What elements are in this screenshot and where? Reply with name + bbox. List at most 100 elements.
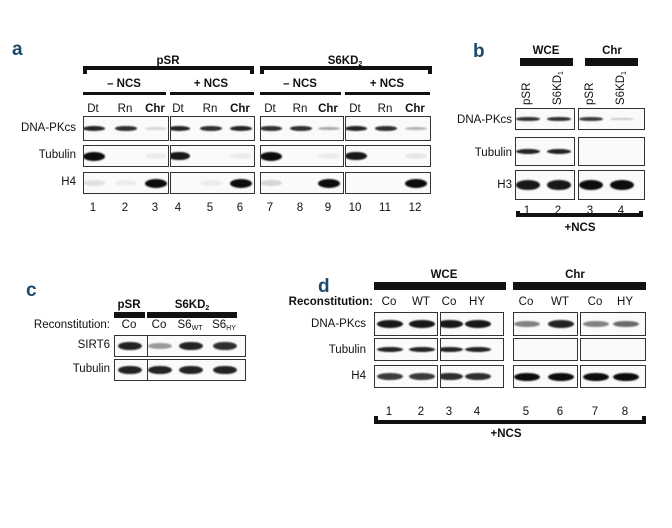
protein-band	[115, 180, 137, 186]
lane-number: 4	[174, 202, 182, 214]
lane-number: 2	[554, 205, 562, 217]
reconstitution-value: Co	[441, 296, 457, 308]
panel-a-letter: a	[12, 39, 23, 60]
protein-band	[465, 320, 491, 328]
lane-number: 4	[473, 406, 481, 418]
lane-number: 3	[445, 406, 453, 418]
row-label-tubulin: Tubulin	[72, 363, 110, 375]
bracket-s6kd2	[260, 66, 432, 74]
blot-panel	[83, 145, 169, 167]
protein-band	[613, 320, 639, 328]
sample-sub: 1	[558, 71, 565, 75]
sample-label: S6KD1	[552, 71, 565, 105]
fraction-label: Chr	[145, 103, 165, 115]
protein-band	[583, 372, 609, 381]
ncs-line	[260, 92, 341, 95]
ncs-line	[83, 92, 166, 95]
sample-name: pSR	[521, 82, 533, 105]
group-label-chr: Chr	[602, 45, 622, 57]
fraction-label: Dt	[172, 103, 184, 115]
protein-band	[409, 372, 435, 381]
protein-band	[261, 151, 282, 161]
protein-band	[179, 365, 203, 375]
sample-label: S6KD1	[615, 71, 628, 105]
sample-label: pSR	[521, 83, 533, 105]
protein-band	[145, 153, 167, 159]
protein-band	[377, 372, 403, 381]
panel-b-letter: b	[473, 41, 485, 62]
protein-band	[148, 365, 172, 375]
blot-panel	[578, 170, 645, 200]
lane-number: 2	[417, 406, 425, 418]
group-bar	[520, 58, 573, 66]
protein-band	[516, 180, 540, 190]
row-label-dna-pkcs: DNA-PKcs	[21, 122, 76, 134]
protein-band	[200, 180, 222, 186]
group-label-chr: Chr	[565, 269, 585, 281]
protein-band	[516, 149, 540, 154]
protein-band	[148, 342, 172, 350]
protein-band	[261, 126, 282, 131]
reconstitution-value: Co	[151, 319, 167, 332]
protein-band	[441, 372, 463, 381]
reconstitution-value: Co	[381, 296, 397, 308]
fraction-label: Dt	[87, 103, 99, 115]
lane-number: 7	[266, 202, 274, 214]
reconstitution-value: S6HY	[212, 319, 236, 332]
lane-number: 12	[408, 202, 422, 214]
blot-panel	[513, 365, 578, 388]
protein-band	[516, 117, 540, 121]
protein-band	[514, 320, 540, 328]
ncs-line	[170, 92, 254, 95]
lane-number: 8	[296, 202, 304, 214]
blot-panel	[345, 116, 431, 141]
sample-label: pSR	[584, 83, 596, 105]
row-label-sirt6: SIRT6	[77, 339, 110, 351]
protein-band	[230, 153, 252, 159]
protein-band	[261, 180, 282, 186]
blot-panel	[345, 145, 431, 167]
blot-panel	[260, 145, 344, 167]
group-label-sub: 2	[205, 305, 210, 312]
protein-band	[465, 372, 491, 381]
ncs-label: – NCS	[107, 78, 141, 90]
group-bar	[585, 58, 638, 66]
lane-number: 1	[385, 406, 393, 418]
protein-band	[145, 126, 167, 131]
blot-panel	[170, 116, 255, 141]
sample-name: pSR	[584, 82, 596, 105]
protein-band	[84, 180, 105, 186]
group-label-psr: pSR	[156, 55, 180, 67]
blot-panel	[515, 108, 575, 130]
ncs-line	[345, 92, 430, 95]
protein-band	[118, 341, 142, 351]
recon-name: Co	[121, 319, 137, 331]
protein-band	[318, 178, 340, 188]
lane-number: 6	[236, 202, 244, 214]
blot-panel	[170, 145, 255, 167]
protein-band	[230, 178, 252, 188]
recon-name: S6	[177, 319, 192, 331]
blot-panel	[440, 312, 504, 336]
blot-panel	[580, 312, 646, 336]
fraction-label: Chr	[318, 103, 338, 115]
lane-number: 5	[206, 202, 214, 214]
treatment-label: +NCS	[564, 222, 596, 234]
recon-name: Co	[151, 319, 167, 331]
blot-panel	[440, 365, 504, 388]
ncs-label: + NCS	[193, 78, 229, 90]
protein-band	[514, 372, 540, 381]
protein-band	[377, 320, 403, 328]
protein-band	[405, 126, 427, 131]
reconstitution-value: Co	[121, 319, 137, 332]
sample-name: S6KD	[615, 74, 627, 105]
protein-band	[179, 341, 203, 351]
recon-sub: WT	[191, 325, 203, 332]
protein-band	[145, 178, 167, 188]
blot-panel	[515, 170, 575, 200]
group-label-text: S6KD	[174, 299, 206, 311]
blot-panel	[578, 137, 645, 166]
protein-band	[200, 126, 222, 131]
reconstitution-value: WT	[412, 296, 430, 308]
protein-band	[377, 347, 403, 352]
